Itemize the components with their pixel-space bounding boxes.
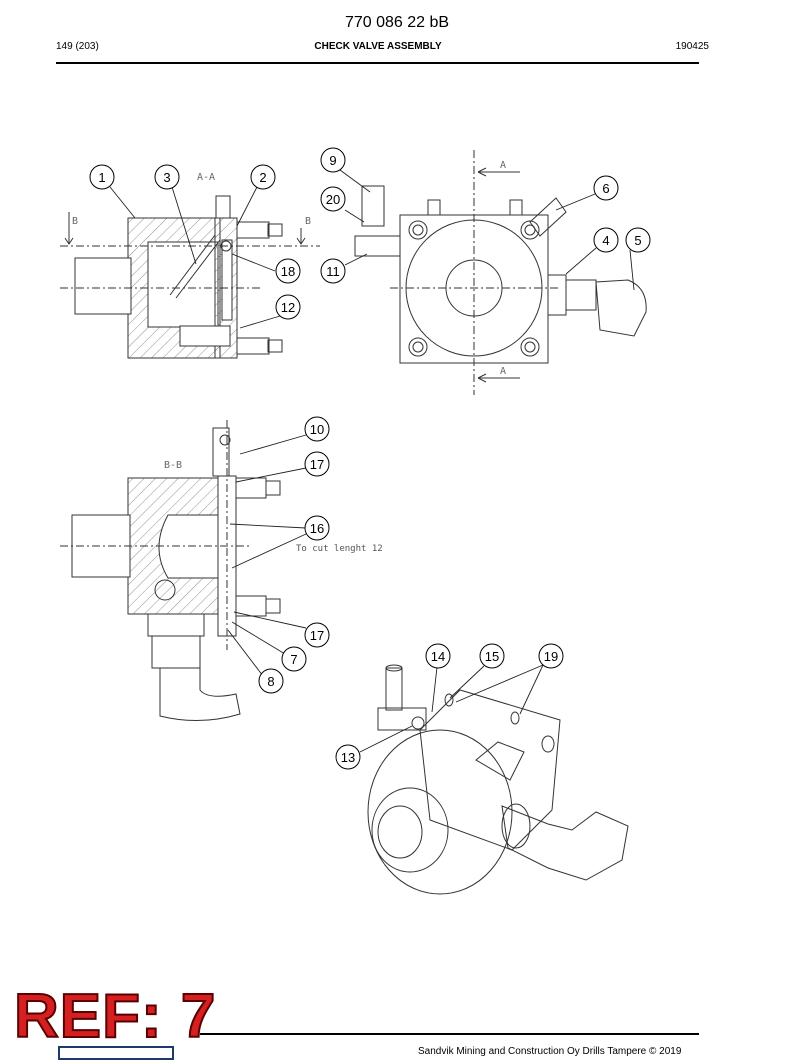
svg-text:16: 16 — [310, 521, 324, 536]
callout-2: 2 — [250, 164, 276, 190]
cut-length-note: To cut lenght 12 — [296, 544, 383, 554]
callout-17-bottom: 17 — [304, 622, 330, 648]
svg-text:10: 10 — [310, 422, 324, 437]
section-view-bb — [60, 420, 281, 721]
svg-text:3: 3 — [163, 170, 170, 185]
svg-text:6: 6 — [602, 181, 609, 196]
page-title: CHECK VALVE ASSEMBLY — [314, 41, 442, 52]
callout-8: 8 — [258, 668, 284, 694]
callout-13: 13 — [335, 744, 361, 770]
svg-text:8: 8 — [267, 674, 274, 689]
callout-15: 15 — [479, 643, 505, 669]
section-marker-a-bottom: A — [500, 366, 506, 377]
section-label-aa: A-A — [197, 172, 215, 183]
callout-5: 5 — [625, 227, 651, 253]
footer-copyright: Sandvik Mining and Construction Oy Drill… — [418, 1046, 682, 1057]
svg-text:5: 5 — [634, 233, 641, 248]
front-view — [354, 150, 647, 395]
svg-text:19: 19 — [544, 649, 558, 664]
svg-text:13: 13 — [341, 750, 355, 765]
section-view-aa — [60, 195, 320, 359]
callout-7: 7 — [281, 646, 307, 672]
callout-20: 20 — [320, 186, 346, 212]
section-marker-b-right: B — [305, 216, 311, 227]
svg-text:4: 4 — [602, 233, 609, 248]
callout-3: 3 — [154, 164, 180, 190]
svg-text:17: 17 — [310, 628, 324, 643]
callout-11: 11 — [320, 258, 346, 284]
callout-9: 9 — [320, 147, 346, 173]
svg-text:12: 12 — [281, 300, 295, 315]
svg-text:9: 9 — [329, 153, 336, 168]
section-marker-a-top: A — [500, 160, 506, 171]
callout-10: 10 — [304, 416, 330, 442]
header-rule — [56, 62, 699, 64]
callout-17-top: 17 — [304, 451, 330, 477]
svg-text:1: 1 — [98, 170, 105, 185]
callout-12: 12 — [275, 294, 301, 320]
svg-text:18: 18 — [281, 264, 295, 279]
section-marker-b-left: B — [72, 216, 78, 227]
svg-text:17: 17 — [310, 457, 324, 472]
callout-14: 14 — [425, 643, 451, 669]
document-date: 190425 — [675, 41, 709, 52]
svg-text:15: 15 — [485, 649, 499, 664]
callout-1: 1 — [89, 164, 115, 190]
callout-4: 4 — [593, 227, 619, 253]
callout-19: 19 — [538, 643, 564, 669]
section-label-bb: B-B — [164, 460, 182, 471]
ref-stamp: REF: 7 — [13, 982, 217, 1051]
callout-18: 18 — [275, 258, 301, 284]
isometric-view — [367, 664, 629, 895]
svg-text:14: 14 — [431, 649, 445, 664]
svg-text:2: 2 — [259, 170, 266, 185]
svg-text:11: 11 — [326, 264, 340, 279]
document-number: 770 086 22 bB — [344, 14, 450, 31]
page-number: 149 (203) — [56, 41, 99, 52]
footer-rule — [200, 1033, 699, 1035]
svg-text:7: 7 — [290, 652, 297, 667]
callout-16: 16 — [304, 515, 330, 541]
leader-lines — [109, 169, 635, 753]
callout-6: 6 — [593, 175, 619, 201]
svg-text:20: 20 — [326, 192, 340, 207]
